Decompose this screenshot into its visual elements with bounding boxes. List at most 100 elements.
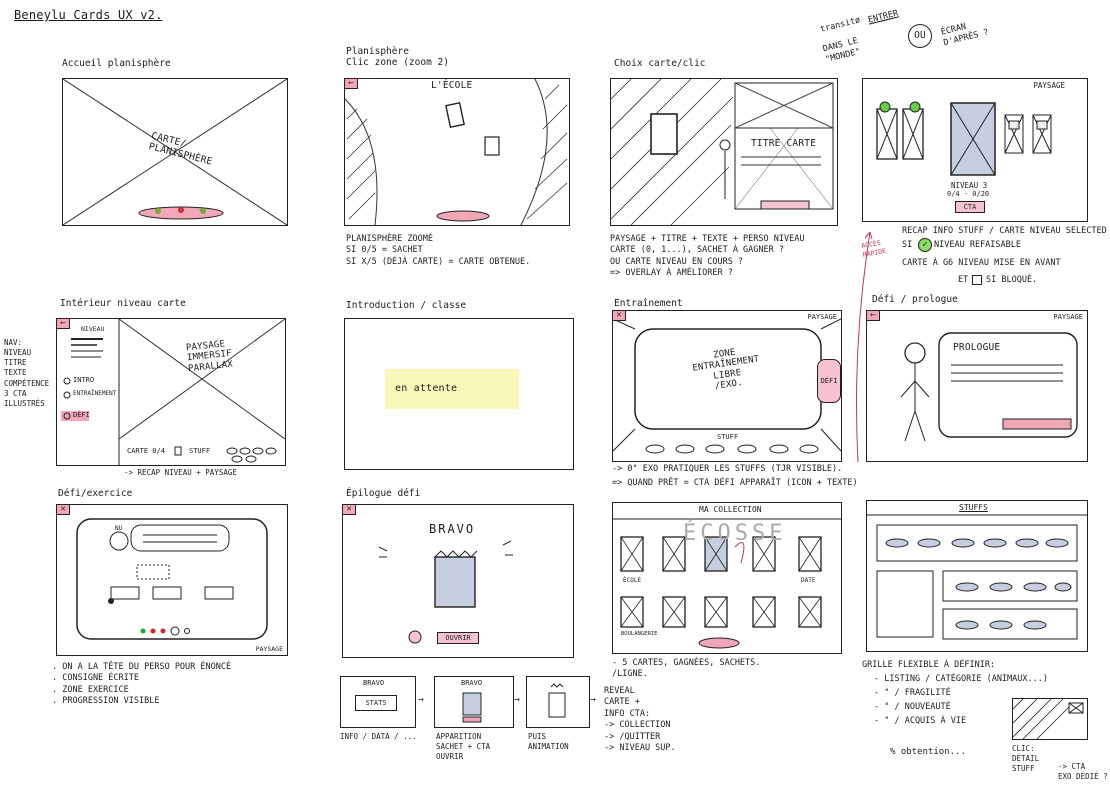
panel-5-bottom-stuff: STUFF [189, 447, 211, 455]
panel-12-obtention: % obtention... [890, 747, 966, 757]
panel-12-detail-lines [1012, 698, 1084, 740]
panel-4-check-icon: ✓ [918, 238, 932, 252]
panel-4-frame: PAYSAGE NIVEAU 3 0/4 - 0/20 CTA [862, 78, 1088, 222]
panel-4-paysage: PAYSAGE [1033, 81, 1065, 90]
panel-9-title: Défi/exercice [58, 488, 133, 499]
panel-10-title: Épilogue défi [346, 488, 421, 499]
panel-6-frame: en attente [344, 318, 574, 470]
panel-4-note-5: ET [958, 275, 969, 285]
panel-7-paysage: PAYSAGE [807, 313, 837, 321]
panel-1-cross [62, 78, 288, 226]
panel-5-side-note: NAV: NIVEAU TITRE TEXTE COMPÉTENCE 3 CTA… [4, 338, 50, 408]
panel-2-note: PLANISPHÈRE ZOOMÉ SI 0/5 = SACHET SI X/5… [346, 234, 531, 267]
panel-4-top-note-1: transitø [819, 15, 862, 35]
panel-12-clic-note: CLIC: DÉTAIL STUFF [1012, 744, 1040, 774]
panel-5-back-tab[interactable]: ← [57, 319, 70, 329]
flow-box-2-top: BRAVO [461, 679, 483, 687]
panel-12-item-2: - " / FRAGILITÉ [874, 688, 951, 698]
panel-4-cards [876, 101, 1052, 176]
panel-12-note-head: GRILLE FLEXIBLE À DÉFINIR: [862, 660, 996, 670]
panel-10-frame: ✕ BRAVO OUVRIR [342, 504, 574, 658]
panel-4-note-4: CARTE À G6 NIVEAU MISE EN AVANT [902, 258, 1061, 268]
flow-box-1-caption: INFO / DATA / ... [340, 732, 417, 741]
flow-reveal-note: REVEAL CARTE + INFO CTA: -> COLLECTION -… [604, 686, 676, 754]
panel-11-grid [613, 518, 841, 649]
panel-4-top-note-2: ENTRER [867, 8, 900, 26]
panel-7-note-2: => QUAND PRÊT = CTA DÉFI APPARAÎT (ICON … [612, 478, 858, 488]
panel-12-frame: STUFFS [866, 500, 1088, 652]
flow-box-2-bag [462, 692, 482, 723]
panel-7-scene [612, 318, 842, 454]
panel-2-back-tab[interactable]: ← [345, 79, 358, 89]
panel-10-open-button[interactable]: OUVRIR [437, 632, 479, 644]
panel-5-nav-intro[interactable]: INTRO [73, 376, 95, 384]
panel-11-label-date: DATE [801, 577, 816, 584]
panel-12-item-1: - LISTING / CATÉGORIE (ANIMAUX...) [874, 674, 1048, 684]
panel-9-frame: ✕ PAYSAGE NU [56, 504, 288, 656]
panel-12-grid [867, 514, 1087, 640]
panel-10-bravo: BRAVO [429, 522, 476, 536]
panel-12-title: STUFFS [959, 503, 988, 512]
panel-5-bottom-carte: CARTE 0/4 [127, 447, 165, 455]
panel-5-niveau: NIVEAU [81, 325, 105, 333]
panel-4-note-6: SI BLOQUÉ. [986, 275, 1038, 285]
panel-7-close-tab[interactable]: ✕ [613, 311, 626, 321]
panel-5-layout [61, 318, 286, 465]
panel-11-label-ecole: ÉCOLE [623, 577, 642, 584]
panel-8-scene [900, 332, 1078, 442]
panel-2-frame: ← L'ÉCOLE [344, 78, 570, 226]
panel-1-title: Accueil planisphère [62, 58, 171, 69]
panel-4-top-note-3: DANS LE "MONDE" [821, 36, 862, 66]
panel-9-paysage: PAYSAGE [255, 645, 283, 653]
panel-12-item-4: - " / ACQUIS À VIE [874, 716, 967, 726]
panel-4-note-2: SI [902, 240, 913, 250]
panel-8-frame: ← PAYSAGE PROLOGUE [866, 310, 1088, 462]
panel-2-map [344, 78, 568, 226]
panel-7-frame: ✕ PAYSAGE ZONE ENTRAÎNEMENT LIBRE /EXO. … [612, 310, 842, 462]
panel-4-cta-button[interactable]: CTA [955, 201, 985, 213]
panel-5-center-label: PAYSAGE IMMERSIF PARALLAX [185, 339, 234, 374]
panel-10-close-tab[interactable]: ✕ [343, 505, 356, 515]
flow-box-3 [526, 676, 590, 728]
panel-5-nav-entrainement[interactable]: ENTRAÎNEMENT [73, 390, 117, 397]
panel-2-zone-label: L'ÉCOLE [431, 80, 473, 91]
panel-4-or-circle: OU [908, 24, 932, 48]
panel-7-title: Entraînement [614, 298, 683, 309]
panel-5-title: Intérieur niveau carte [60, 298, 186, 309]
panel-11-title: MA COLLECTION [699, 505, 762, 514]
panel-9-close-tab[interactable]: ✕ [57, 505, 70, 515]
panel-3-title: Choix carte/clic [614, 58, 706, 69]
flow-box-1-inner: STATS [355, 695, 397, 711]
panel-4-note-3: NIVEAU REFAISABLE [934, 240, 1021, 250]
panel-7-defi-button[interactable]: DÉFI [817, 359, 841, 403]
panel-7-note-1: -> 0° EXO PRATIQUER LES STUFFS (TJR VISI… [612, 464, 843, 474]
panel-11-frame: MA COLLECTION ÉCOSSE ÉCOLE DATE BOULANG [612, 502, 842, 654]
panel-11-note: - 5 CARTES, GAGNÉES, SACHETS. /LIGNE. [612, 658, 761, 680]
panel-8-title: Défi / prologue [872, 294, 958, 305]
panel-5-nav-defi[interactable]: DÉFI [73, 411, 90, 419]
panel-7-stuff-label: STUFF [717, 433, 739, 441]
panel-1-frame: CARTE/ PLANISPHÈRE [62, 78, 288, 226]
panel-4-access-label: ACCÈS RAPIDE [860, 238, 887, 259]
panel-8-paysage: PAYSAGE [1053, 313, 1083, 321]
panel-4-or-text: OU [914, 30, 926, 41]
page-title: Beneylu Cards UX v2. [14, 8, 163, 22]
panel-9-note: . ON A LA TÊTE DU PERSO POUR ÉNONCÉ . CO… [52, 662, 232, 707]
panel-3-frame: TITRE CARTE [610, 78, 838, 226]
panel-3-card-title: TITRE CARTE [751, 138, 817, 149]
flow-box-3-caption: PUIS ANIMATION [528, 732, 569, 752]
panel-6-sticky-note: en attente [385, 369, 519, 409]
panel-4-level-label: NIVEAU 3 [951, 181, 988, 190]
panel-8-back-tab[interactable]: ← [867, 311, 880, 321]
flow-box-3-card [548, 683, 566, 718]
panel-3-scene [610, 78, 834, 226]
panel-12-detail-sketch [1012, 698, 1088, 740]
panel-6-title: Introduction / classe [346, 300, 467, 311]
flow-arrow-3: → [590, 694, 596, 705]
panel-4-access-arrow [856, 231, 873, 463]
flow-box-1-top: BRAVO [363, 679, 385, 687]
flow-box-1: BRAVO STATS [340, 676, 416, 728]
flow-box-2-caption: APPARITION SACHET + CTA OUVRIR [436, 732, 491, 762]
panel-11-label-boulangerie: BOULANGERIE [621, 631, 658, 637]
flow-arrow-2: → [514, 694, 520, 705]
